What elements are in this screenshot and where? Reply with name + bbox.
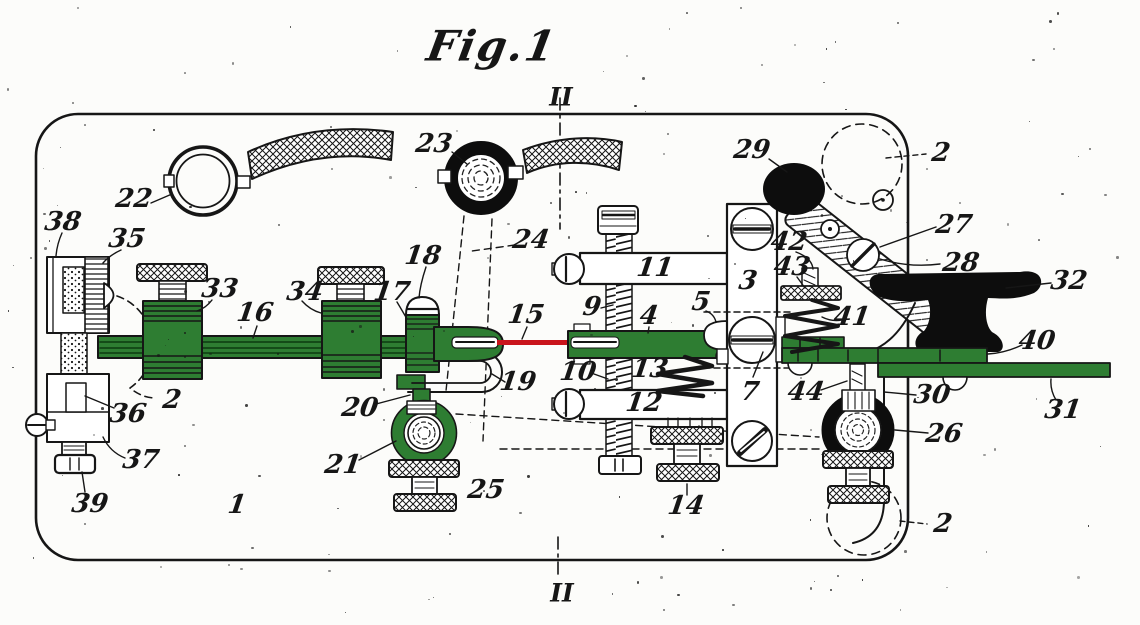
clamp-block-33 xyxy=(136,263,208,380)
key-base-bars xyxy=(781,336,1111,391)
figure-title: Fig.1 xyxy=(423,21,561,71)
section-line xyxy=(557,97,561,577)
label-pointers xyxy=(55,151,1057,525)
lever-4 xyxy=(567,323,728,365)
key-knob-32 xyxy=(869,271,1042,352)
spring-13 xyxy=(655,354,715,399)
coil-terminal-23 xyxy=(437,141,524,215)
key-lever-27 xyxy=(784,194,961,353)
bar-11 xyxy=(551,251,729,286)
braided-cables xyxy=(247,128,623,180)
collar-17-cap-18 xyxy=(396,296,440,390)
screw-10-head xyxy=(598,455,642,475)
binding-post-26 xyxy=(821,363,895,504)
knob-29 xyxy=(763,163,825,215)
rod-tip-and-red-wire-15 xyxy=(433,326,571,362)
screw-9-head xyxy=(597,205,639,235)
spring-41-nut-43 xyxy=(780,267,842,354)
clamp-block-34 xyxy=(317,266,385,379)
binding-post-14 xyxy=(650,417,724,482)
ring-terminal-22 xyxy=(163,145,251,217)
post-3 xyxy=(703,202,791,468)
left-bracket-assembly xyxy=(25,256,115,475)
binding-post-21 xyxy=(388,388,460,512)
